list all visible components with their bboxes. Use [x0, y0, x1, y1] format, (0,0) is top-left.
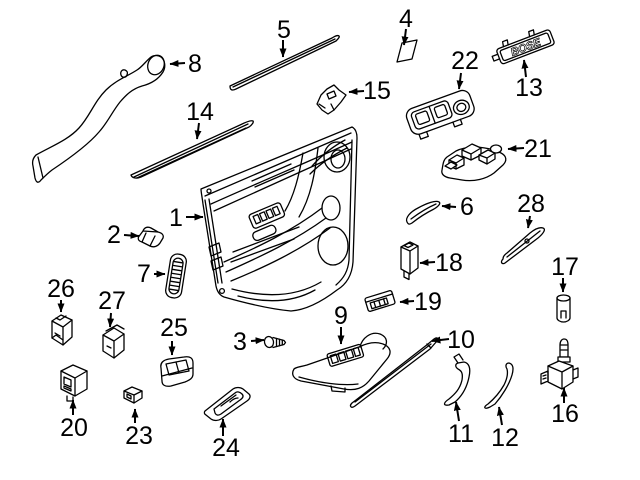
- part-4-sticker-drawing: [396, 39, 418, 63]
- part-label-20: 20: [60, 414, 88, 442]
- part-28-pull-trim-drawing: [500, 227, 545, 265]
- part-label-6: 6: [460, 193, 474, 221]
- part-label-27: 27: [98, 287, 126, 315]
- part-label-5: 5: [277, 16, 291, 44]
- part-20-switch-drawing: [60, 364, 88, 402]
- arrow-10: [431, 336, 450, 344]
- arrow-22: [456, 72, 464, 90]
- part-label-15: 15: [363, 77, 391, 105]
- part-label-19: 19: [414, 288, 442, 316]
- part-8-grab-handle-drawing: [31, 54, 166, 183]
- part-label-28: 28: [517, 190, 545, 218]
- arrow-21: [507, 144, 525, 152]
- part-23-switch-drawing: [123, 386, 143, 404]
- part-7-grille-drawing: [165, 253, 187, 299]
- part-16-bulb-socket-drawing: [540, 338, 579, 390]
- part-18-relay-drawing: [400, 241, 419, 281]
- part-label-1: 1: [169, 204, 183, 232]
- part-label-25: 25: [160, 314, 188, 342]
- part-label-12: 12: [491, 424, 519, 452]
- part-label-4: 4: [399, 5, 413, 33]
- part-label-14: 14: [186, 98, 214, 126]
- arrow-18: [419, 258, 436, 266]
- part-27-switch-drawing: [102, 324, 125, 359]
- arrow-11: [453, 401, 461, 422]
- part-11-bracket-drawing: [443, 353, 471, 406]
- part-label-7: 7: [137, 260, 151, 288]
- part-number-labels: 1 2 3 4 5 6 7 8 9 10 11 12 13 14 15 16 1…: [47, 5, 579, 462]
- arrow-27: [107, 312, 115, 328]
- part-1-door-trim-panel-drawing: [200, 126, 358, 312]
- part-label-26: 26: [47, 275, 75, 303]
- part-14-belt-molding-drawing: [130, 120, 254, 179]
- part-label-3: 3: [233, 328, 247, 356]
- part-label-10: 10: [447, 326, 475, 354]
- part-25-switch-drawing: [160, 356, 194, 387]
- leader-arrows: [57, 28, 568, 436]
- arrow-3: [250, 337, 265, 345]
- part-13-emblem-drawing: BOSE: [491, 29, 555, 65]
- part-24-bezel-drawing: [203, 386, 251, 422]
- part-9-armrest-panel-drawing: [292, 332, 391, 393]
- arrow-19: [399, 297, 415, 305]
- arrow-12: [496, 406, 504, 426]
- part-label-17: 17: [551, 253, 579, 281]
- part-label-8: 8: [188, 50, 202, 78]
- part-label-24: 24: [212, 434, 240, 462]
- arrow-4: [401, 28, 409, 46]
- part-12-rod-drawing: [484, 362, 514, 409]
- part-3-screw-drawing: [263, 335, 287, 349]
- arrow-6: [441, 203, 457, 211]
- part-label-11: 11: [448, 420, 474, 448]
- part-label-21: 21: [524, 135, 552, 163]
- arrow-13: [521, 59, 529, 78]
- part-label-16: 16: [551, 400, 579, 428]
- part-19-module-drawing: [364, 290, 396, 312]
- part-label-23: 23: [125, 422, 153, 450]
- part-label-2: 2: [107, 221, 121, 249]
- part-17-lens-drawing: [556, 294, 571, 323]
- part-22-switch-bezel-drawing: [405, 89, 475, 140]
- part-label-18: 18: [435, 249, 463, 277]
- part-26-switch-drawing: [51, 314, 73, 346]
- part-label-9: 9: [334, 302, 348, 330]
- part-label-13: 13: [515, 74, 543, 102]
- arrow-28: [525, 215, 533, 229]
- part-5-trim-strip-drawing: [229, 34, 340, 91]
- part-label-22: 22: [451, 47, 479, 75]
- part-15-corner-trim-drawing: [316, 84, 347, 115]
- arrow-8: [169, 59, 186, 67]
- part-21-window-switch-drawing: [441, 143, 507, 182]
- arrow-15: [348, 87, 365, 95]
- part-6-handle-trim-drawing: [405, 200, 441, 225]
- arrow-14: [194, 122, 202, 140]
- arrow-2: [123, 231, 140, 239]
- part-2-clip-drawing: [137, 226, 164, 248]
